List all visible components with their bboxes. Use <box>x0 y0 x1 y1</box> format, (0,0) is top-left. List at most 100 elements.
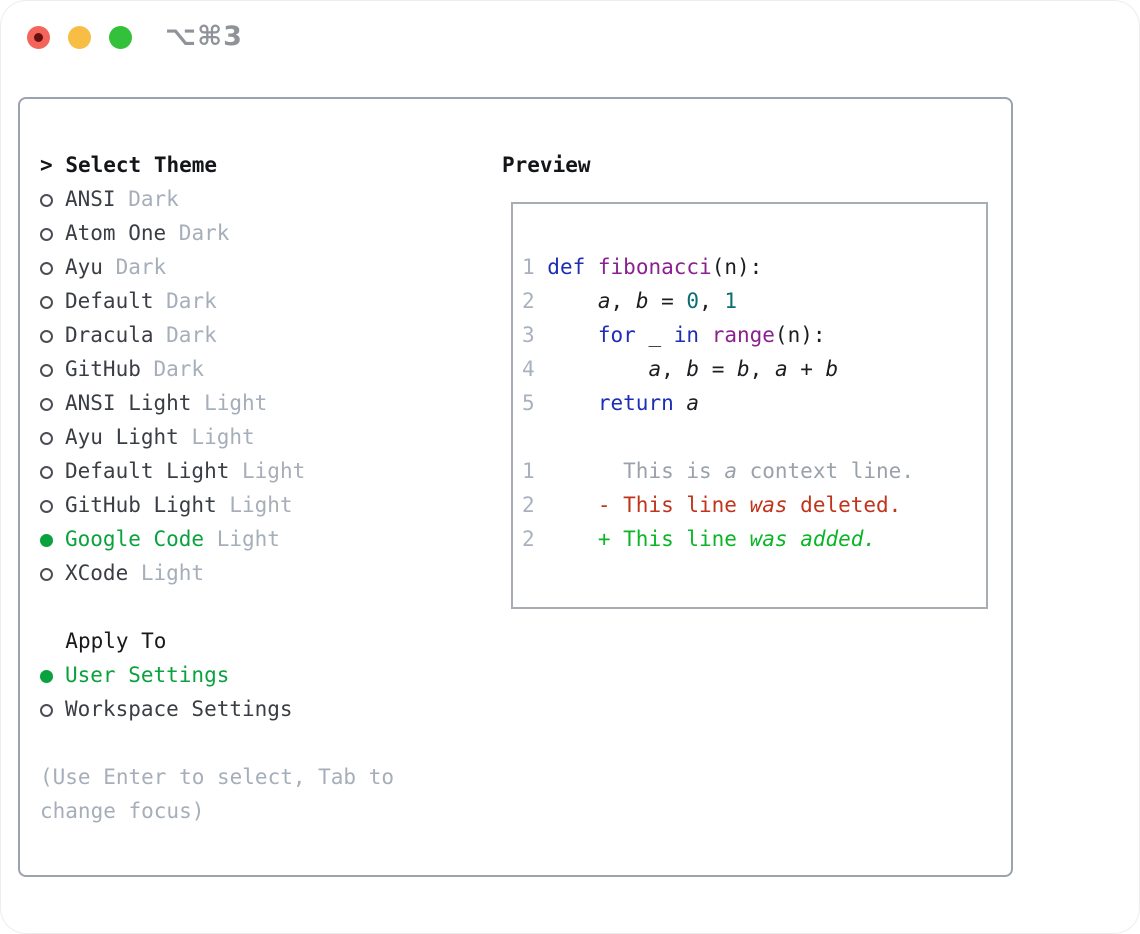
radio-icon <box>40 704 53 717</box>
theme-variant: Dark <box>140 357 205 381</box>
theme-variant: Light <box>128 561 205 585</box>
code-line: 4 a, b = b, a + b <box>522 352 986 386</box>
theme-name: Default <box>65 289 154 313</box>
window-shortcut-label: ⌥⌘3 <box>165 21 243 52</box>
radio-selected-icon <box>40 534 53 547</box>
code-token: , <box>749 357 775 381</box>
code-token: b <box>737 357 750 381</box>
hint-line: change focus) <box>40 799 205 823</box>
theme-name: Google Code <box>65 527 205 551</box>
code-token: def <box>547 255 586 279</box>
radio-icon <box>40 364 53 377</box>
code-token: b <box>635 289 649 313</box>
code-line: 5 return a <box>522 386 986 420</box>
radio-icon <box>40 398 53 411</box>
theme-variant: Light <box>178 425 255 449</box>
code-token: (n): <box>711 255 763 279</box>
code-token: a <box>724 459 737 483</box>
maximize-button[interactable] <box>109 26 132 49</box>
theme-variant: Dark <box>166 221 230 245</box>
code-token: a <box>597 289 611 313</box>
theme-name: Default Light <box>65 459 230 483</box>
theme-option[interactable]: Ayu Dark <box>40 250 394 284</box>
code-token: + <box>787 357 826 381</box>
radio-icon <box>40 296 53 309</box>
preview-column: Preview 1 def fibonacci(n):2 a, b = 0, 1… <box>502 148 988 609</box>
code-token <box>788 527 801 551</box>
code-token: was <box>749 493 788 517</box>
apply-option[interactable]: User Settings <box>40 658 394 692</box>
theme-option[interactable]: ANSI Dark <box>40 182 394 216</box>
code-token: was <box>749 527 788 551</box>
line-number: 5 <box>522 391 548 415</box>
theme-name: GitHub Light <box>65 493 217 517</box>
theme-option[interactable]: Dracula Dark <box>40 318 394 352</box>
theme-name: XCode <box>65 561 129 585</box>
code-line: 3 for _ in range(n): <box>522 318 986 352</box>
radio-icon <box>40 466 53 479</box>
code-token: , <box>699 289 725 313</box>
spacer <box>40 726 394 760</box>
theme-option[interactable]: ANSI Light Light <box>40 386 394 420</box>
theme-option[interactable]: Atom One Dark <box>40 216 394 250</box>
code-token: return <box>597 391 674 415</box>
theme-option[interactable]: XCode Light <box>40 556 394 590</box>
code-token: _ <box>635 323 674 347</box>
theme-name: Dracula <box>65 323 154 347</box>
theme-option[interactable]: Default Dark <box>40 284 394 318</box>
theme-option[interactable]: Google Code Light <box>40 522 394 556</box>
radio-icon <box>40 568 53 581</box>
theme-option[interactable]: Ayu Light Light <box>40 420 394 454</box>
code-token: 1 <box>724 289 738 313</box>
theme-option[interactable]: GitHub Light Light <box>40 488 394 522</box>
theme-name: Ayu Light <box>65 425 179 449</box>
code-token: (n): <box>774 323 826 347</box>
diff-line-add: 2 + This line was added. <box>522 522 986 556</box>
code-token: fibonacci <box>597 255 712 279</box>
line-number: 3 <box>522 323 548 347</box>
preview-title: Preview <box>502 153 591 177</box>
theme-variant: Dark <box>102 255 167 279</box>
code-token: + This line <box>547 527 750 551</box>
code-token: , <box>610 289 636 313</box>
code-token: - This line <box>547 493 750 517</box>
line-number: 4 <box>522 357 548 381</box>
code-token <box>674 391 687 415</box>
diff-preview: 1 This is a context line. 2 - This line w… <box>522 454 986 556</box>
code-token: = <box>699 357 737 381</box>
select-theme-title: > Select Theme <box>40 148 394 182</box>
theme-variant: Dark <box>153 289 217 313</box>
minimize-button[interactable] <box>68 26 91 49</box>
code-token <box>547 391 598 415</box>
apply-option-label: User Settings <box>65 663 230 687</box>
apply-option[interactable]: Workspace Settings <box>40 692 394 726</box>
radio-icon <box>40 194 53 207</box>
line-number: 2 <box>522 527 548 551</box>
theme-option[interactable]: Default Light Light <box>40 454 394 488</box>
line-number: 2 <box>522 493 548 517</box>
close-button[interactable] <box>27 26 50 49</box>
code-token: a <box>686 391 700 415</box>
theme-option[interactable]: GitHub Dark <box>40 352 394 386</box>
code-token: context line. <box>736 459 914 483</box>
code-token <box>547 357 648 381</box>
theme-variant: Light <box>204 527 280 551</box>
unsaved-indicator-dot <box>34 33 43 42</box>
code-token: b <box>825 357 839 381</box>
theme-name: ANSI <box>65 187 116 211</box>
diff-line-ctx: 1 This is a context line. <box>522 454 986 488</box>
prompt-caret-icon: > <box>40 153 53 177</box>
line-number: 1 <box>522 459 548 483</box>
theme-variant: Light <box>229 459 306 483</box>
apply-option-label: Workspace Settings <box>65 697 293 721</box>
code-token: = <box>648 289 687 313</box>
radio-selected-icon <box>40 670 53 683</box>
select-theme-title-label: Select Theme <box>65 153 218 177</box>
line-number: 1 <box>522 255 548 279</box>
code-token: range <box>711 323 775 347</box>
